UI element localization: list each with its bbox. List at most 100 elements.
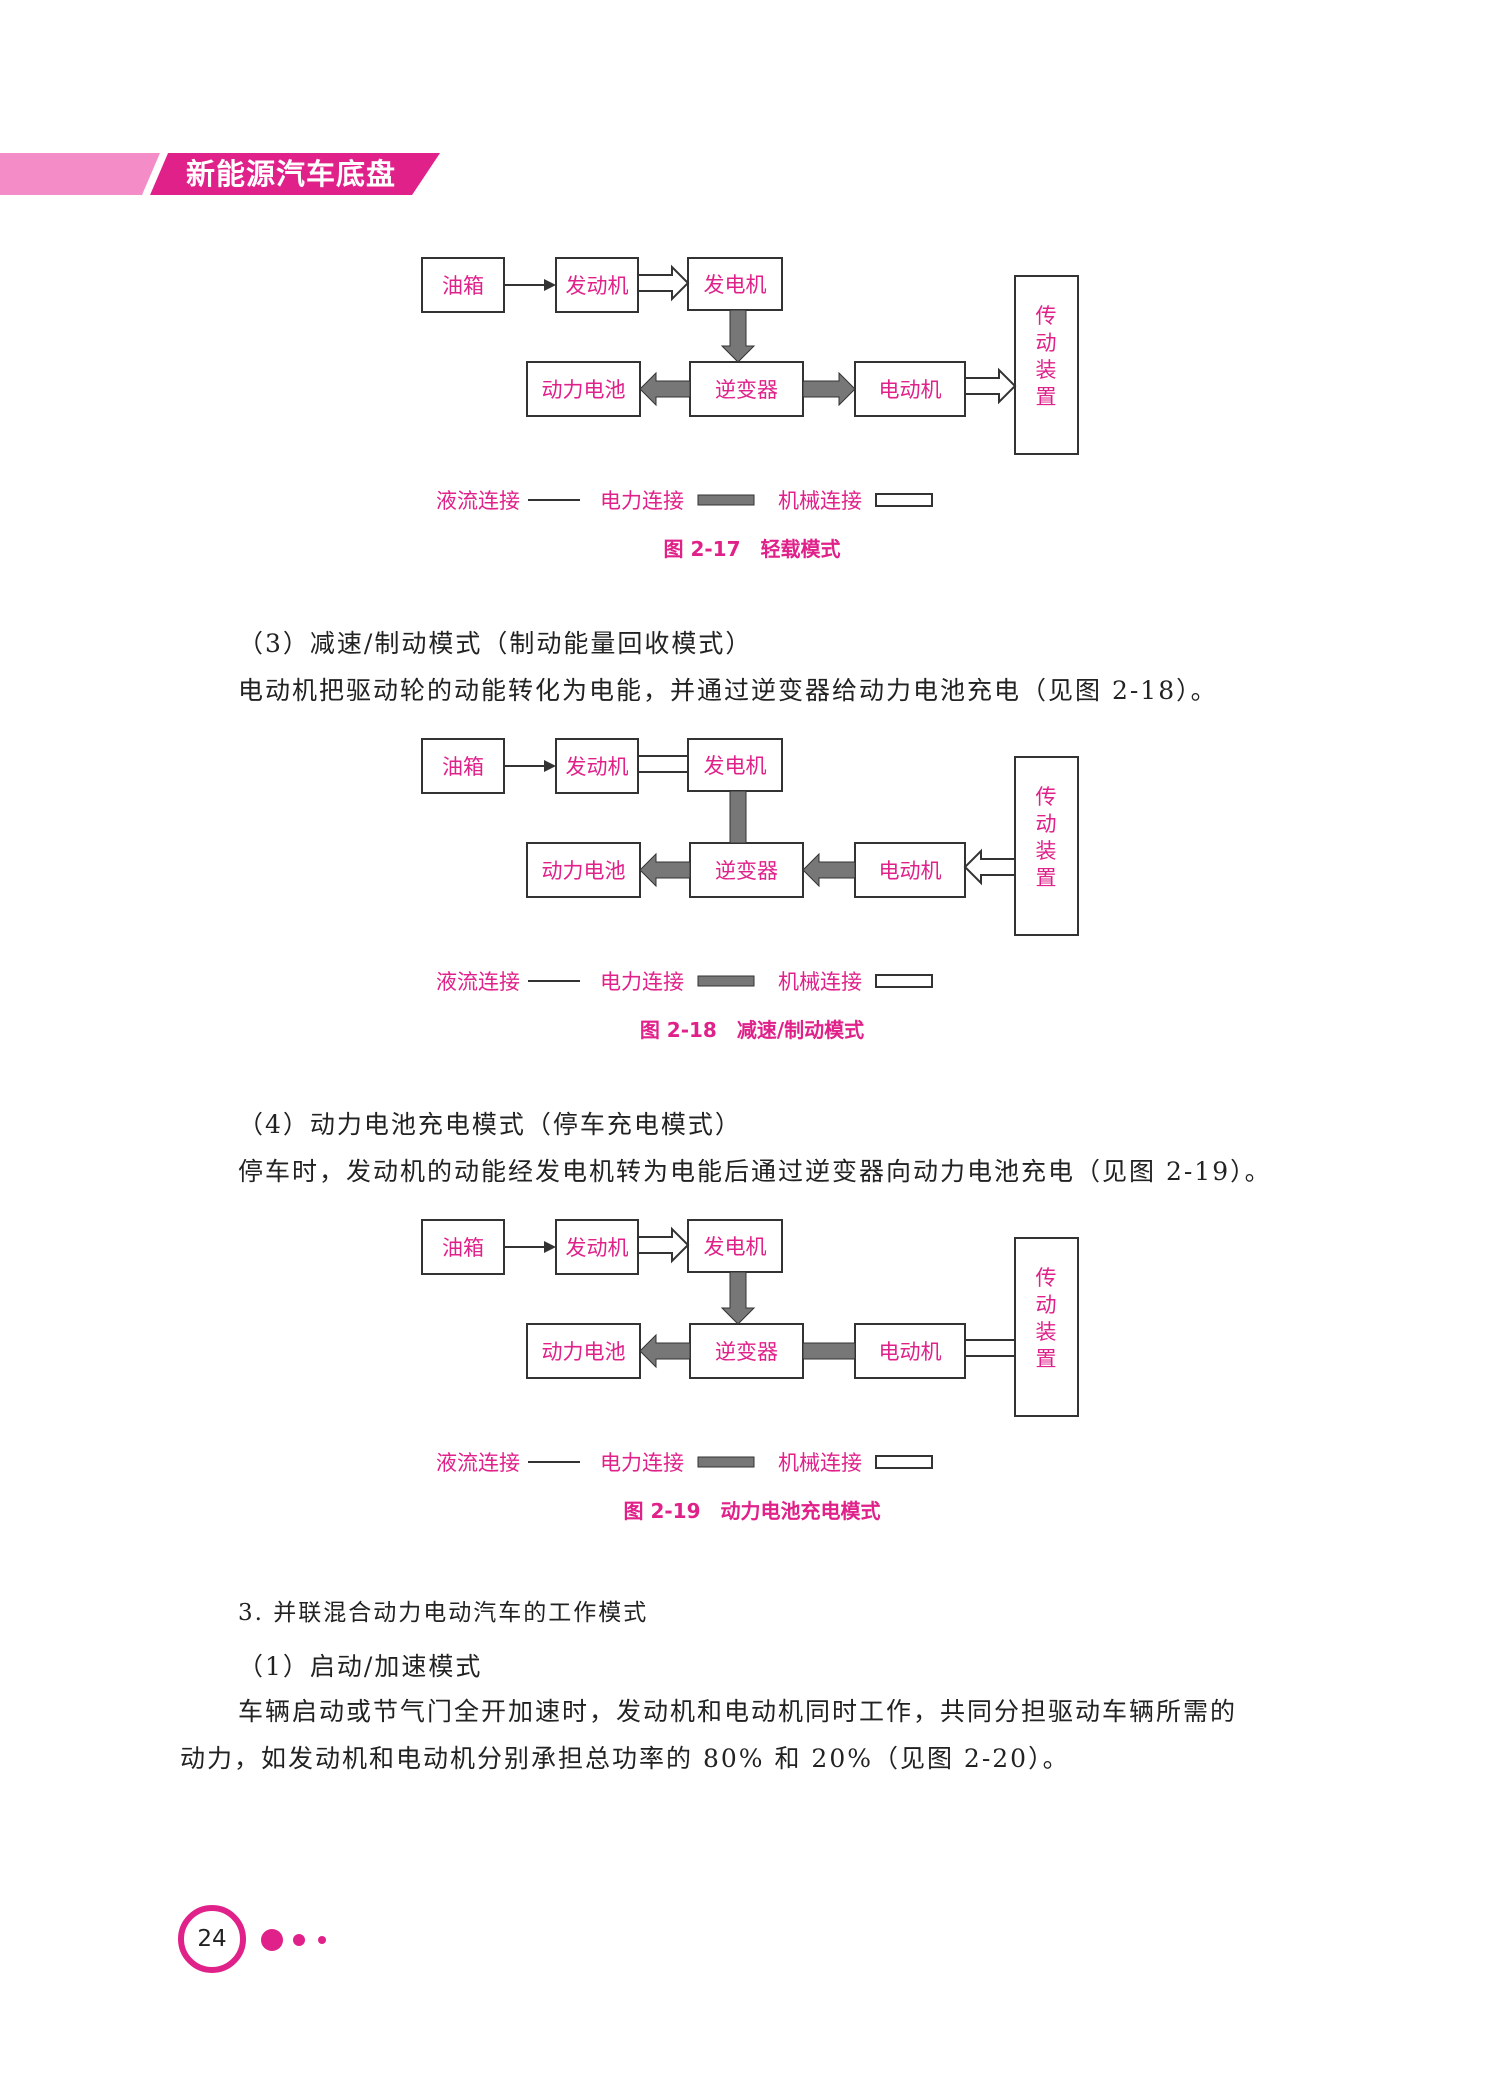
figure-2-17: 油箱发动机发电机动力电池逆变器电动机传动装置液流连接电力连接机械连接图 2-17… [421, 257, 1079, 561]
generator-box [687, 1219, 783, 1273]
engine-generator-mech-link [637, 755, 689, 773]
battery-label: 动力电池 [542, 378, 626, 402]
motor-label: 电动机 [879, 378, 942, 402]
legend-electric-swatch [697, 494, 755, 506]
motor-label: 电动机 [879, 859, 942, 883]
tank-box [421, 738, 505, 794]
page-number-ring [178, 1905, 246, 1973]
motor-box [854, 361, 966, 417]
legend-electric-swatch [697, 975, 755, 987]
engine-generator-mech-arrow [637, 1226, 690, 1264]
motor-label: 电动机 [879, 1340, 942, 1364]
transmission-box [1014, 756, 1079, 936]
transmission-label-1: 动 [1036, 1293, 1057, 1317]
transmission-motor-mech-arrow [963, 848, 1016, 886]
generator-box [687, 257, 783, 311]
figure-2-18: 油箱发动机发电机动力电池逆变器电动机传动装置液流连接电力连接机械连接图 2-18… [421, 738, 1079, 1042]
page-dot-large [261, 1929, 283, 1951]
generator-label: 发电机 [704, 754, 767, 778]
tank-label: 油箱 [442, 755, 484, 779]
battery-box [526, 361, 641, 417]
page-number: 24 [197, 1926, 227, 1952]
transmission-label-1: 动 [1036, 812, 1057, 836]
inverter-battery-elec-arrow [639, 852, 691, 888]
transmission-label-0: 传 [1036, 1266, 1057, 1290]
tank-label: 油箱 [442, 1236, 484, 1260]
generator-box [687, 738, 783, 792]
figure-caption: 图 2-19 动力电池充电模式 [623, 1499, 880, 1523]
page-dot-small [318, 1936, 326, 1944]
inverter-battery-elec-arrow [639, 371, 691, 407]
transmission-label-0: 传 [1036, 304, 1057, 328]
legend-mechanical-label: 机械连接 [778, 1451, 862, 1475]
inverter-label: 逆变器 [715, 859, 778, 883]
legend-mechanical-swatch [875, 974, 933, 988]
inverter-motor-elec-arrow [802, 371, 856, 407]
fluid-arrow-head [544, 760, 556, 772]
engine-box [555, 257, 639, 313]
motor-box [854, 1323, 966, 1379]
transmission-box [1014, 1237, 1079, 1417]
legend-mechanical-label: 机械连接 [778, 489, 862, 513]
legend-electric-label: 电力连接 [600, 1451, 684, 1475]
transmission-label-1: 动 [1036, 331, 1057, 355]
battery-box [526, 1323, 641, 1379]
tank-label: 油箱 [442, 274, 484, 298]
engine-label: 发动机 [566, 1236, 629, 1260]
transmission-label-3: 置 [1036, 385, 1057, 409]
generator-inverter-elec-link [729, 790, 747, 844]
section-heading-braking: （3）减速/制动模式（制动能量回收模式） [238, 629, 753, 658]
figure-caption: 图 2-18 减速/制动模式 [640, 1018, 864, 1042]
inverter-label: 逆变器 [715, 378, 778, 402]
generator-label: 发电机 [704, 1235, 767, 1259]
diagram-0: 油箱发动机发电机动力电池逆变器电动机传动装置液流连接电力连接机械连接图 2-17… [421, 257, 1079, 561]
figure-caption: 图 2-17 轻载模式 [663, 537, 840, 561]
transmission-label-3: 置 [1036, 866, 1057, 890]
motor-box [854, 842, 966, 898]
subheading-start-accelerate: （1）启动/加速模式 [238, 1652, 483, 1681]
generator-label: 发电机 [704, 273, 767, 297]
inverter-battery-elec-arrow [639, 1333, 691, 1369]
legend-electric-swatch [697, 1456, 755, 1468]
paragraph-start-accelerate-2: 动力，如发动机和电动机分别承担总功率的 80% 和 20%（见图 2-20）。 [180, 1744, 1070, 1773]
transmission-label-2: 装 [1036, 358, 1057, 382]
motor-inverter-elec-arrow [802, 852, 856, 888]
header-banner [0, 153, 440, 195]
transmission-label-2: 装 [1036, 1320, 1057, 1344]
battery-label: 动力电池 [542, 859, 626, 883]
diagram-1: 油箱发动机发电机动力电池逆变器电动机传动装置液流连接电力连接机械连接图 2-18… [421, 738, 1079, 1042]
transmission-label-0: 传 [1036, 785, 1057, 809]
inverter-box [689, 1323, 804, 1379]
fluid-arrow-head [544, 279, 556, 291]
motor-transmission-mech-arrow [964, 367, 1017, 405]
engine-label: 发动机 [566, 755, 629, 779]
transmission-box [1014, 275, 1079, 455]
engine-generator-mech-arrow [637, 264, 690, 302]
section-heading-parallel: 3. 并联混合动力电动汽车的工作模式 [238, 1600, 649, 1626]
tank-box [421, 257, 505, 313]
legend-fluid-label: 液流连接 [436, 970, 520, 994]
paragraph-start-accelerate-1: 车辆启动或节气门全开加速时，发动机和电动机同时工作，共同分担驱动车辆所需的 [238, 1697, 1238, 1726]
paragraph-braking: 电动机把驱动轮的动能转化为电能，并通过逆变器给动力电池充电（见图 2-18）。 [238, 676, 1218, 705]
fluid-arrow-head [544, 1241, 556, 1253]
chapter-title: 新能源汽车底盘 [186, 157, 397, 191]
motor-transmission-mech-link [964, 1339, 1016, 1357]
legend-electric-label: 电力连接 [600, 970, 684, 994]
engine-box [555, 738, 639, 794]
inverter-motor-elec-link [802, 1342, 856, 1360]
page-dot-medium [293, 1934, 305, 1946]
battery-label: 动力电池 [542, 1340, 626, 1364]
legend-mechanical-swatch [875, 1455, 933, 1469]
battery-box [526, 842, 641, 898]
legend-electric-label: 电力连接 [600, 489, 684, 513]
engine-label: 发动机 [566, 274, 629, 298]
legend-mechanical-swatch [875, 493, 933, 507]
legend-fluid-label: 液流连接 [436, 1451, 520, 1475]
section-heading-charging: （4）动力电池充电模式（停车充电模式） [238, 1110, 742, 1139]
generator-inverter-elec-arrow [720, 309, 756, 363]
transmission-label-3: 置 [1036, 1347, 1057, 1371]
inverter-label: 逆变器 [715, 1340, 778, 1364]
generator-inverter-elec-arrow [720, 1271, 756, 1325]
